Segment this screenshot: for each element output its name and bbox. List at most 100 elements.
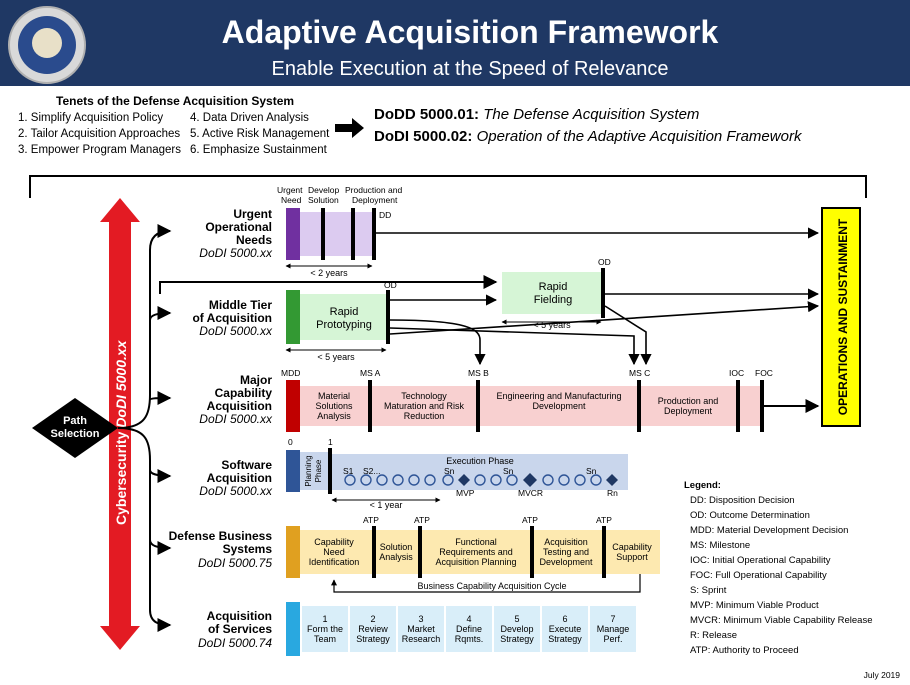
diagram-label: Sn [444, 466, 455, 476]
sprint-icon [442, 474, 454, 486]
diagram-connector [389, 319, 486, 366]
diagram-label: MDD [281, 368, 300, 378]
diagram-label: Cybersecurity [113, 431, 129, 525]
sprint-icon [558, 474, 570, 486]
dod-seal-icon [8, 6, 86, 84]
diagram-label: Manage [597, 624, 630, 634]
path-name: Acquisition [207, 471, 272, 485]
diagram-label: Capability [314, 537, 354, 547]
diagram-label: 2 [370, 614, 375, 624]
diagram-label: < 2 years [310, 268, 348, 278]
diagram-label: Material [318, 391, 350, 401]
diagram-shape [523, 473, 537, 487]
path-ref: DoDI 5000.75 [198, 556, 272, 570]
diagram-block [590, 606, 636, 652]
diagram-label: Form the [307, 624, 343, 634]
diagram-block [286, 602, 300, 656]
diagram-label: Functional [455, 537, 497, 547]
diagram-block [637, 380, 641, 432]
diagram-label: ATP [522, 515, 538, 525]
diagram-block [601, 268, 605, 318]
release-label: Rn [607, 488, 618, 498]
mca-pathway: MDD MS A MS B MS C IOC FOC Material Solu… [281, 368, 820, 432]
path-ref: DoDI 5000.xx [199, 324, 273, 338]
legend-item: DD: Disposition Decision [690, 495, 795, 506]
legend-item: ATP: Authority to Proceed [690, 645, 799, 656]
tenet-item: 3. Empower Program Managers [18, 144, 181, 156]
diagram-block [502, 272, 602, 314]
path-name: Defense Business [169, 529, 273, 543]
diagram-label: 7 [610, 614, 615, 624]
diagram-block [302, 606, 348, 652]
diagram-label: Path [63, 415, 87, 427]
diagram-label: 1 [328, 437, 333, 447]
diagram-connector [117, 224, 172, 429]
sprint-icon [392, 474, 404, 486]
tenets-column-2: 4. Data Driven Analysis 5. Active Risk M… [190, 110, 329, 158]
tenets-heading: Tenets of the Defense Acquisition System [56, 94, 295, 108]
diagram-label: Deployment [352, 195, 398, 205]
diagram-label: Solutions [315, 401, 353, 411]
diagram-label: Maturation and Risk [384, 401, 465, 411]
path-ref: DoDI 5000.xx [199, 484, 273, 498]
path-name: Major [240, 373, 272, 387]
diagram-label: S1 [343, 466, 354, 476]
release-label: MVP [456, 488, 475, 498]
path-name: Capability [215, 386, 273, 400]
diagram-label: Strategy [548, 634, 582, 644]
diagram-shape [100, 626, 140, 650]
cybersecurity-label: Cybersecurity DoDI 5000.xx [113, 339, 129, 525]
diagram-label: Legend: [684, 480, 721, 491]
diagram-label: DoDI 5000.xx [113, 339, 129, 427]
diagram-connector [149, 468, 172, 483]
diagram-label: Need [323, 547, 345, 557]
diagram-label: Production and [345, 185, 402, 195]
diagram-block [542, 606, 588, 652]
diagram-block [350, 606, 396, 652]
tenets-column-1: 1. Simplify Acquisition Policy 2. Tailor… [18, 110, 181, 158]
path-name: Operational [205, 220, 272, 234]
sprint-icon [424, 474, 436, 486]
tenet-item: 2. Tailor Acquisition Approaches [18, 128, 181, 140]
directives-arrow [335, 118, 364, 138]
sprint-icon [344, 474, 356, 486]
diagram-label: Acquisition [544, 537, 588, 547]
diagram-connector [149, 539, 172, 555]
diagram-label: ATP [363, 515, 379, 525]
diagram-block [351, 208, 355, 260]
diagram-label: OPERATIONS AND SUSTAINMENT [836, 218, 850, 415]
diagram-label: 1 [322, 614, 327, 624]
diagram-label: Need [281, 195, 302, 205]
diagram-block [300, 386, 762, 426]
diagram-connector [117, 427, 172, 632]
legend-item: MVCR: Minimum Viable Capability Release [690, 615, 873, 626]
diagram-block [286, 380, 300, 432]
diagram-label: IOC [729, 368, 744, 378]
diagram-label: OD [598, 257, 611, 267]
diagram-label: Execute [549, 624, 582, 634]
diagram-label: MS C [629, 368, 650, 378]
diagram-label: Requirements and [439, 547, 513, 557]
path-name: Needs [236, 233, 272, 247]
diagram-label: S2... [363, 466, 380, 476]
diagram-shape [458, 474, 470, 486]
tenet-item: 5. Active Risk Management [190, 128, 330, 140]
diagram-label: 5 [514, 614, 519, 624]
diagram-block [476, 380, 480, 432]
diagram-label: OD [384, 280, 397, 290]
diagram-block [386, 290, 390, 344]
directive-title: The Defense Acquisition System [483, 106, 700, 123]
diagram-label: < 5 years [533, 320, 571, 330]
diagram-connector [149, 306, 172, 321]
diagram-group [302, 606, 636, 652]
path-name: Software [221, 458, 272, 472]
sprint-icon [506, 474, 518, 486]
mta-pathway: Rapid Prototyping OD < 5 years Rapid Fie… [285, 257, 820, 366]
diagram-label: Development [539, 557, 593, 567]
diagram-label: MS B [468, 368, 489, 378]
diagram-label: Analysis [317, 411, 351, 421]
diagram-label: 4 [466, 614, 471, 624]
diagram-label: MS A [360, 368, 381, 378]
diagram-shape [100, 198, 140, 222]
